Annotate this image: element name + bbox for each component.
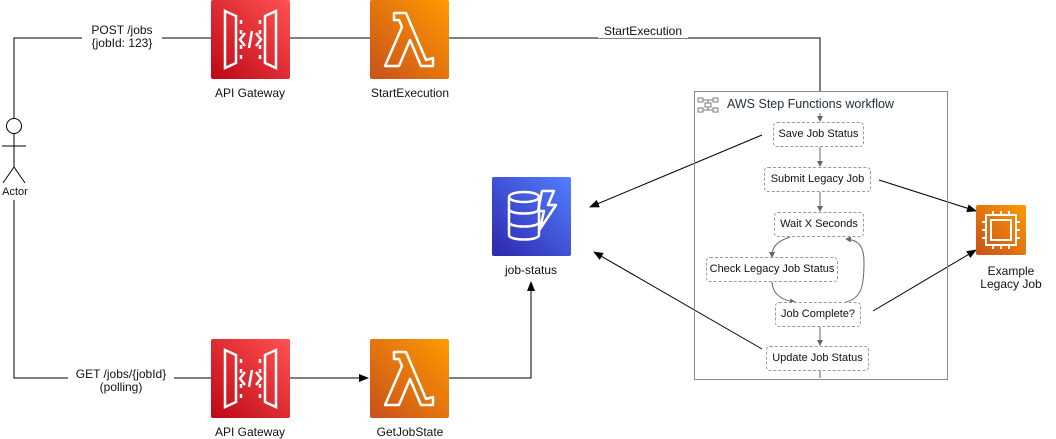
lambda-start-icon [370, 0, 449, 79]
wf-complete-to-wait [845, 236, 865, 303]
api-gateway-top-label: API Gateway [200, 87, 300, 100]
post-jobs-line1: POST /jobs [91, 23, 153, 37]
post-jobs-line2: {jobId: 123} [91, 36, 153, 50]
lambda-get-icon [370, 339, 449, 418]
lambda-glyph [383, 350, 435, 407]
dynamodb-label: job-status [480, 264, 582, 277]
get-jobs-label: GET /jobs/{jobId} (polling) [68, 368, 174, 394]
wf-check-to-complete [771, 280, 796, 305]
step-functions-icon [697, 97, 719, 113]
edge-update-to-dynamodb [593, 251, 763, 350]
state-save-job-status: Save Job Status [773, 122, 864, 147]
lambda-glyph [383, 11, 435, 68]
dynamodb-glyph [507, 189, 558, 241]
api-gateway-bottom-label: API Gateway [200, 426, 300, 439]
edge-actor-to-apigw-bottom [13, 200, 211, 379]
dynamodb-icon [492, 177, 571, 256]
state-submit-legacy-job: Submit Legacy Job [764, 167, 871, 192]
edge-submit-to-ec2 [878, 179, 977, 213]
ec2-label: Example Legacy Job [976, 265, 1046, 291]
state-job-complete: Job Complete? [775, 302, 861, 327]
api-gateway-glyph [223, 9, 278, 70]
start-execution-edge-label: StartExecution [598, 25, 688, 38]
workflow-title: AWS Step Functions workflow [727, 97, 894, 111]
post-jobs-label: POST /jobs {jobId: 123} [82, 24, 162, 50]
state-check-legacy-job-status: Check Legacy Job Status [706, 257, 838, 282]
ec2-icon [976, 205, 1026, 255]
edge-save-to-dynamodb [589, 134, 763, 208]
api-gateway-bottom-icon [211, 339, 290, 418]
ec2-label-line1: Example [987, 264, 1035, 278]
state-update-job-status: Update Job Status [766, 346, 869, 371]
get-jobs-line1: GET /jobs/{jobId} [75, 367, 167, 381]
ec2-label-line2: Legacy Job [980, 277, 1042, 291]
edge-lambda-get-to-dynamodb [449, 281, 535, 379]
step-functions-workflow [694, 91, 948, 380]
ec2-chip-glyph [982, 211, 1020, 249]
lambda-start-label: StartExecution [355, 87, 465, 100]
actor-label: Actor [2, 186, 28, 198]
edge-complete-to-ec2 [872, 249, 977, 312]
edge-actor-to-apigw-top [13, 37, 211, 118]
wf-wait-to-check [769, 236, 791, 258]
api-gateway-top-icon [211, 0, 290, 79]
get-jobs-line2: (polling) [99, 380, 143, 394]
edge-lambda-to-workflow [449, 37, 821, 91]
lambda-get-label: GetJobState [355, 426, 465, 439]
api-gateway-glyph [223, 348, 278, 409]
state-wait-x-seconds: Wait X Seconds [774, 212, 864, 237]
